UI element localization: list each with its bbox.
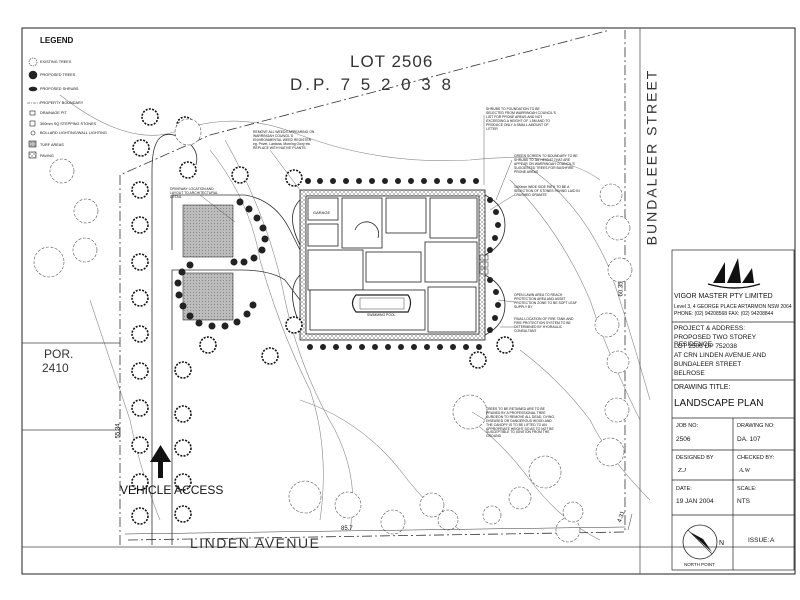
issue-value: A [770,537,775,544]
note-green-screen: GREEN SCREEN TO BOUNDARY TO BE SHRUBS TO… [514,154,578,174]
company-logo [707,258,761,289]
drawing-no-value: DA. 107 [737,436,761,443]
sheet-frame [21,27,796,575]
checked-by-label: CHECKED BY: [737,455,774,461]
project-line: AT CRN LINDEN AVENUE AND [674,352,767,359]
drawing-title: LANDSCAPE PLAN [674,398,764,409]
turf-area-south [182,272,234,321]
dimension-east: 60.35 [618,281,625,297]
company-name: VIGOR MASTER PTY LIMITED [674,293,773,300]
legend-symbols [27,57,40,159]
dimension-lines [124,513,633,535]
dp-label: D.P. 7 5 2 0 3 8 [290,75,454,94]
stepping-stones [479,254,489,275]
note-driveway: DRIVEWAY LOCATION AND LAYOUT TO ARCHITEC… [170,187,218,199]
legend-item: BOLLARD LIGHTING/WALL LIGHTING [40,131,107,135]
pool-label: SWIMMING POOL [367,313,396,317]
designed-by-label: DESIGNED BY [676,455,714,461]
job-no-label: JOB NO: [676,423,699,429]
project-line: PROPOSED TWO STOREY RESIDENCE [674,334,756,348]
por-label: POR. [44,347,74,361]
lot-label: LOT 2506 [350,52,434,71]
dimension-south: 85.7 [341,526,353,532]
issue-label: ISSUE: [748,537,770,544]
legend-item: 300mm SQ STEPPING STONES [40,122,97,126]
turf-area-north [182,204,234,258]
vehicle-access-arrow [150,445,171,478]
note-shrubs-foundation: SHRUBS TO FOUNDATION TO BE SELECTED FROM… [486,107,556,131]
dimension-west: 55.34 [115,423,122,439]
street-label-linden: LINDEN AVENUE [190,535,321,551]
title-block [671,249,795,571]
legend-title: LEGEND [40,36,74,45]
shrub-hedge-driveway [174,198,269,330]
legend-item: EXISTING TREES [40,60,72,64]
job-no-value: 2506 [676,436,691,443]
company-phone: PHONE: (02) 94208568 FAX: (02) 94208844 [674,311,774,317]
swimming-pool [351,294,412,313]
date-value: 19 JAN 2004 [676,498,714,505]
note-side-path: 1000mm WIDE SIDE PATH TO BE A SELECTION … [514,185,580,197]
date-label: DATE: [676,486,692,492]
legend-item: TURF AREAS [40,143,64,147]
property-boundary-east [127,30,626,541]
legend-item: PROPOSED TREES [40,73,76,77]
checked-by-value: A.W [739,467,751,474]
property-boundary-west [119,29,611,545]
project-line: BUNDALEER STREET [674,361,742,368]
proposed-trees [131,108,514,525]
shrub-hedge-house [305,178,501,350]
note-fire-tank: FINAL LOCATION OF FIRE TANK AND FIRE PRO… [514,317,574,333]
note-trees-retained: TREES TO BE RETAINED ARE TO BE PRUNED BY… [486,407,555,439]
project-heading: PROJECT & ADDRESS: [674,325,746,332]
existing-trees [33,118,633,543]
project-line: BELROSE [674,370,705,377]
north-point-label: NORTH POINT [684,562,715,567]
north-letter: N [719,540,725,547]
por-number: 2410 [42,361,69,375]
pool-inner-edge [359,297,405,310]
legend-item: PROPERTY BOUNDARY [40,101,84,105]
project-line: LOT 2506 DP 752038 [674,343,738,350]
north-point-symbol [682,524,718,560]
legend-item: PAVING [40,154,54,158]
note-leaders [199,115,515,421]
drawing-no-label: DRAWING NO: [737,423,775,429]
drawing-title-heading: DRAWING TITLE: [674,384,731,391]
scale-value: NTS [737,498,750,505]
company-address: Level 3, 4 GEORGE PLACE ARTARMON NSW 206… [674,304,792,310]
house-footprint [292,189,506,341]
vehicle-access-label: VEHICLE ACCESS [120,483,224,497]
legend-item: PROPOSED SHRUBS [40,87,79,91]
designed-by-value: Z.J [678,467,687,474]
garage-label: GARAGE [313,210,331,215]
scale-label: SCALE: [737,486,757,492]
note-lawn-area: OPEN LAWN AREA TO REACH PROTECTION AREA … [514,293,577,309]
legend-item: DRAINAGE PIT [40,111,67,115]
note-weeds: REMOVE ALL WEEDS APPEARING ON WARRINGAH … [253,130,315,150]
street-label-bundaleer: BUNDALEER STREET [643,68,660,246]
